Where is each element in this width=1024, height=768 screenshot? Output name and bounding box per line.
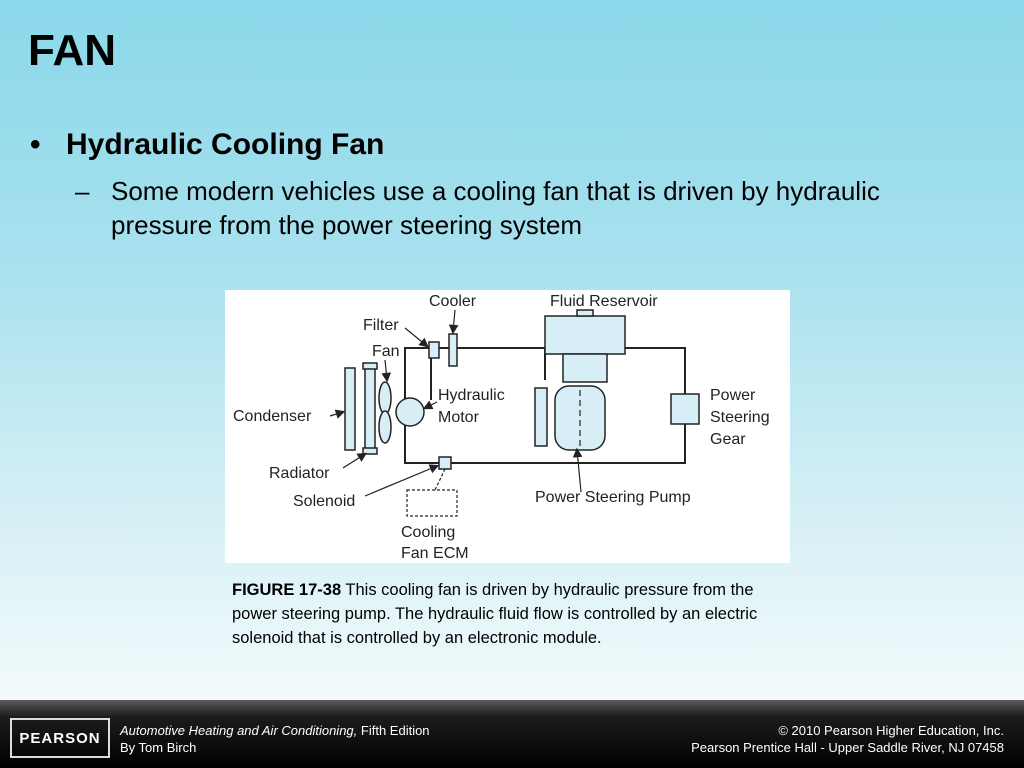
filter-label: Filter: [363, 317, 399, 334]
reservoir-cap-shape: [576, 309, 594, 317]
fan-ecm-label: Fan ECM: [401, 545, 469, 562]
condenser-shape: [344, 367, 356, 451]
sub-bullet-item: – Some modern vehicles use a cooling fan…: [75, 174, 975, 242]
bullet-text: Hydraulic Cooling Fan: [66, 128, 385, 161]
condenser-arrow: [329, 409, 346, 419]
radiator-label: Radiator: [269, 465, 330, 482]
footer: PEARSON Automotive Heating and Air Condi…: [0, 700, 1024, 768]
radiator-shape: [364, 367, 376, 451]
power-steering-gear-shape: [670, 393, 700, 425]
slide-title: FAN: [28, 26, 116, 75]
hydraulic-motor-shape: [395, 397, 425, 427]
condenser-label: Condenser: [233, 408, 312, 425]
bullet-item: • Hydraulic Cooling Fan: [30, 128, 384, 162]
cooling-fan-ecm-shape: [406, 489, 458, 517]
cooler-label: Cooler: [429, 293, 477, 310]
filter-shape: [428, 341, 440, 359]
hydraulic-label: Hydraulic: [438, 387, 505, 404]
figure-caption: FIGURE 17-38 This cooling fan is driven …: [232, 578, 792, 650]
solenoid-arrow: [364, 464, 440, 497]
book-author: By Tom Birch: [120, 740, 197, 755]
fan-blade-top: [378, 381, 392, 415]
book-edition: Fifth Edition: [357, 723, 430, 738]
filter-arrow: [404, 327, 429, 348]
radiator-base-shape: [362, 447, 378, 455]
radiator-arrow: [342, 452, 368, 469]
solenoid-shape: [438, 456, 452, 470]
book-title: Automotive Heating and Air Conditioning,: [120, 723, 358, 738]
bullet-marker: •: [30, 128, 41, 161]
footer-book-info: Automotive Heating and Air Conditioning,…: [120, 722, 430, 756]
gear-label: Gear: [710, 431, 746, 448]
cooling-label: Cooling: [401, 524, 455, 541]
hydraulic-fan-diagram: Cooler Fluid Reservoir Filter Fan Hydrau…: [225, 290, 790, 563]
copyright: © 2010 Pearson Higher Education, Inc.: [778, 723, 1004, 738]
caption-label: FIGURE 17-38: [232, 581, 342, 599]
fan-blade-bottom: [378, 410, 392, 444]
fan-label: Fan: [372, 343, 400, 360]
cooler-shape: [448, 333, 458, 367]
fan-arrow: [381, 359, 392, 383]
power-steering-pump-label: Power Steering Pump: [535, 489, 691, 506]
fluid-reservoir-label: Fluid Reservoir: [550, 293, 658, 310]
power-label: Power: [710, 387, 756, 404]
sub-bullet-text: Some modern vehicles use a cooling fan t…: [111, 176, 880, 240]
reservoir-neck-shape: [562, 353, 608, 383]
footer-publisher-info: © 2010 Pearson Higher Education, Inc. Pe…: [691, 722, 1004, 756]
solenoid-label: Solenoid: [293, 493, 355, 510]
radiator-cap-shape: [362, 362, 378, 370]
cooler-arrow: [448, 309, 459, 335]
pump-arrow: [572, 447, 583, 493]
publisher: Pearson Prentice Hall - Upper Saddle Riv…: [691, 740, 1004, 755]
sub-bullet-marker: –: [75, 176, 90, 206]
hydraulic-motor-arrow: [422, 400, 438, 410]
pearson-logo: PEARSON: [10, 718, 110, 758]
pump-pulley-shape: [534, 387, 548, 447]
steering-label: Steering: [710, 409, 770, 426]
ecm-wire: [434, 468, 446, 491]
fluid-reservoir-shape: [544, 315, 626, 355]
caption-text: This cooling fan is driven by hydraulic …: [232, 581, 758, 647]
motor-label: Motor: [438, 409, 480, 426]
